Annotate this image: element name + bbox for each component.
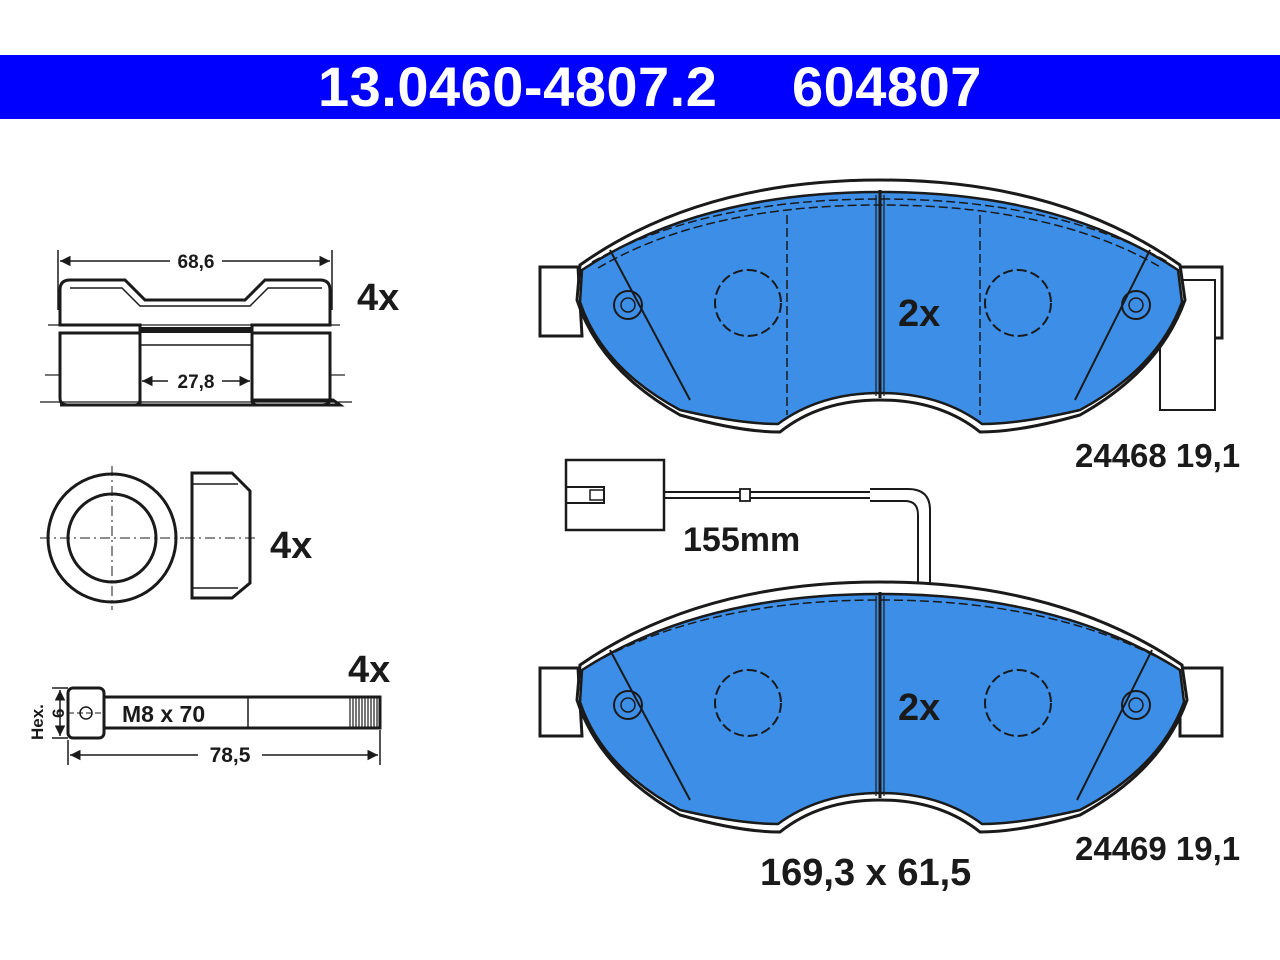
sleeve-quantity: 4x (270, 525, 312, 567)
bolt-hex-size: 6 (49, 709, 68, 718)
clip-inner-label: 27,8 (178, 372, 215, 393)
bolt-thread-label: M8 x 70 (122, 701, 205, 727)
brake-pad-top (538, 178, 1224, 434)
reference-number: 604807 (792, 55, 982, 118)
bolt-length-label: 78,5 (210, 744, 251, 767)
clip-quantity: 4x (357, 277, 399, 319)
pad-top-quantity: 2x (898, 293, 940, 335)
clip-width-dimension (57, 250, 333, 387)
wear-sensor (564, 458, 931, 585)
bolt-quantity: 4x (348, 649, 390, 691)
guide-sleeve (40, 466, 258, 610)
bolt-hex-label: Hex. (28, 704, 47, 740)
anti-rattle-clip (40, 278, 352, 407)
bolt-thread (349, 698, 378, 727)
part-number: 13.0460-4807.2 (318, 55, 718, 118)
pad-bottom-quantity: 2x (898, 687, 940, 729)
bolt-length-dimension (52, 687, 381, 765)
pad-top-code: 24468 19,1 (1075, 437, 1240, 474)
clip-width-label: 68,6 (178, 252, 215, 273)
guide-bolt (66, 686, 382, 740)
sensor-length-label: 155mm (683, 521, 800, 559)
header-banner: 13.0460-4807.2 604807 (0, 55, 1280, 119)
pad-dimensions: 169,3 x 61,5 (760, 852, 971, 894)
pad-bottom-code: 24469 19,1 (1075, 830, 1240, 867)
brake-pad-bottom (538, 580, 1224, 834)
